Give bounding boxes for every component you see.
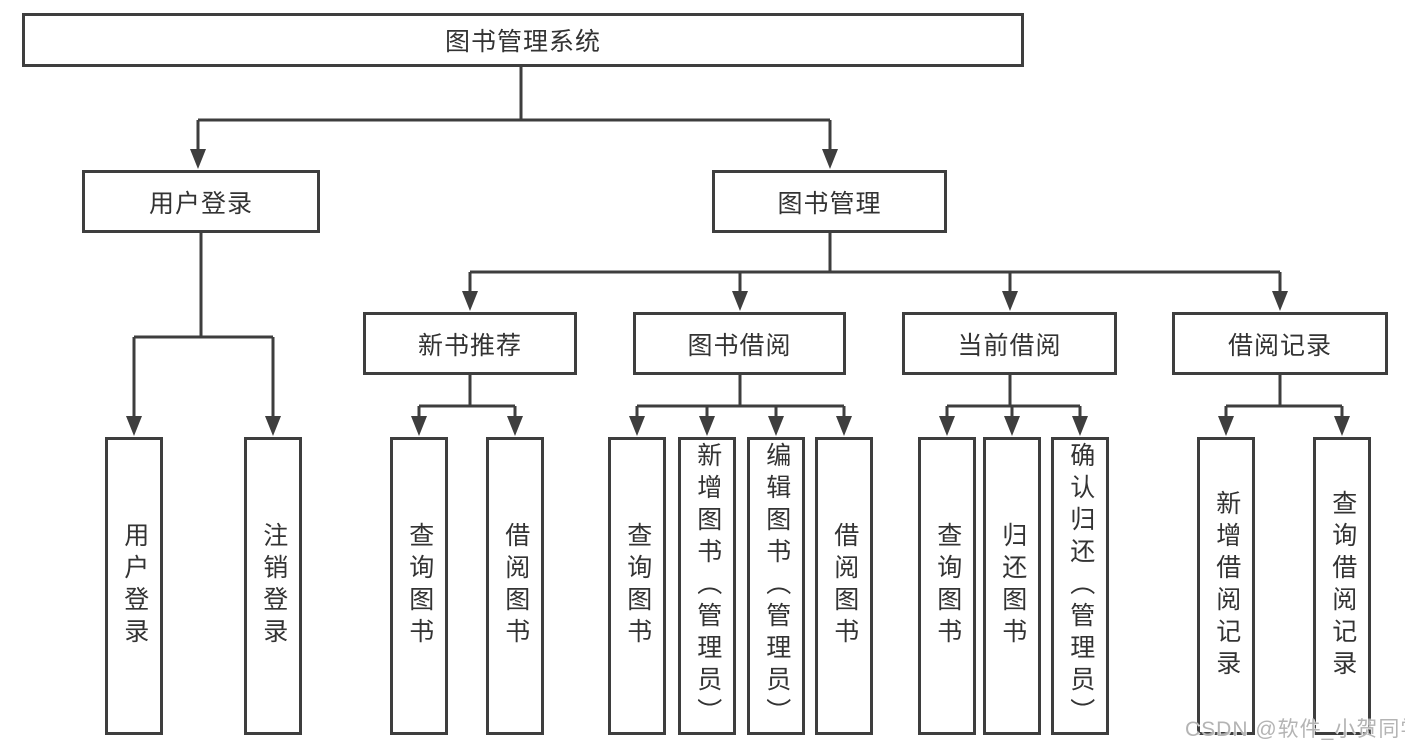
node-label: 确认归还（管理员） (1066, 442, 1095, 730)
node-label: 新增借阅记录 (1212, 490, 1241, 682)
leaf-borrow-books-recommend: 借阅图书 (486, 437, 544, 735)
leaf-add-borrow-record: 新增借阅记录 (1197, 437, 1255, 735)
node-label: 编辑图书（管理员） (762, 442, 791, 730)
leaf-return-book: 归还图书 (983, 437, 1041, 735)
leaf-query-borrow-record: 查询借阅记录 (1313, 437, 1371, 735)
arrow-down-icon (822, 149, 838, 169)
node-library-management-system: 图书管理系统 (22, 13, 1024, 67)
leaf-query-books-current: 查询图书 (918, 437, 976, 735)
arrow-down-icon (1218, 416, 1234, 436)
node-label: 注销登录 (259, 522, 288, 650)
node-label: 图书管理系统 (444, 28, 601, 56)
arrow-down-icon (265, 416, 281, 436)
arrow-down-icon (1004, 416, 1020, 436)
arrow-down-icon (768, 416, 784, 436)
arrow-down-icon (1334, 416, 1350, 436)
arrow-down-icon (126, 416, 142, 436)
node-label: 新书推荐 (417, 331, 522, 360)
leaf-edit-book-admin: 编辑图书（管理员） (747, 437, 805, 735)
node-label: 查询图书 (623, 522, 652, 650)
node-new-book-recommend: 新书推荐 (363, 312, 577, 375)
leaf-user-login: 用户登录 (105, 437, 163, 735)
node-label: 查询图书 (405, 522, 434, 650)
leaf-confirm-return-admin: 确认归还（管理员） (1051, 437, 1109, 735)
node-label: 查询图书 (933, 522, 962, 650)
node-borrowing-records: 借阅记录 (1172, 312, 1388, 375)
node-current-borrowing: 当前借阅 (902, 312, 1117, 375)
node-book-management: 图书管理 (712, 170, 947, 233)
node-label: 用户登录 (120, 522, 149, 650)
arrow-down-icon (1272, 291, 1288, 311)
node-user-login-branch: 用户登录 (82, 170, 320, 233)
node-label: 查询借阅记录 (1328, 490, 1357, 682)
arrow-down-icon (411, 416, 427, 436)
node-label: 新增图书（管理员） (693, 442, 722, 730)
node-label: 图书管理 (777, 189, 882, 218)
node-label: 当前借阅 (957, 331, 1062, 360)
node-label: 用户登录 (148, 189, 253, 218)
leaf-query-books-borrowing: 查询图书 (608, 437, 666, 735)
arrow-down-icon (699, 416, 715, 436)
arrow-down-icon (1072, 416, 1088, 436)
arrowheads (126, 149, 1350, 436)
arrow-down-icon (939, 416, 955, 436)
leaf-logout: 注销登录 (244, 437, 302, 735)
node-label: 借阅记录 (1227, 331, 1332, 360)
node-label: 图书借阅 (687, 331, 792, 360)
node-book-borrowing: 图书借阅 (633, 312, 846, 375)
arrow-down-icon (1002, 291, 1018, 311)
node-label: 借阅图书 (501, 522, 530, 650)
node-label: 归还图书 (998, 522, 1027, 650)
node-label: 借阅图书 (830, 522, 859, 650)
leaf-add-book-admin: 新增图书（管理员） (678, 437, 736, 735)
arrow-down-icon (190, 149, 206, 169)
arrow-down-icon (462, 291, 478, 311)
arrow-down-icon (836, 416, 852, 436)
arrow-down-icon (732, 291, 748, 311)
connector-strokes (132, 67, 1344, 418)
arrow-down-icon (629, 416, 645, 436)
arrow-down-icon (507, 416, 523, 436)
csdn-watermark: CSDN @软件_小贺同学 (1185, 718, 1405, 741)
leaf-query-books-recommend: 查询图书 (390, 437, 448, 735)
leaf-borrow-books: 借阅图书 (815, 437, 873, 735)
